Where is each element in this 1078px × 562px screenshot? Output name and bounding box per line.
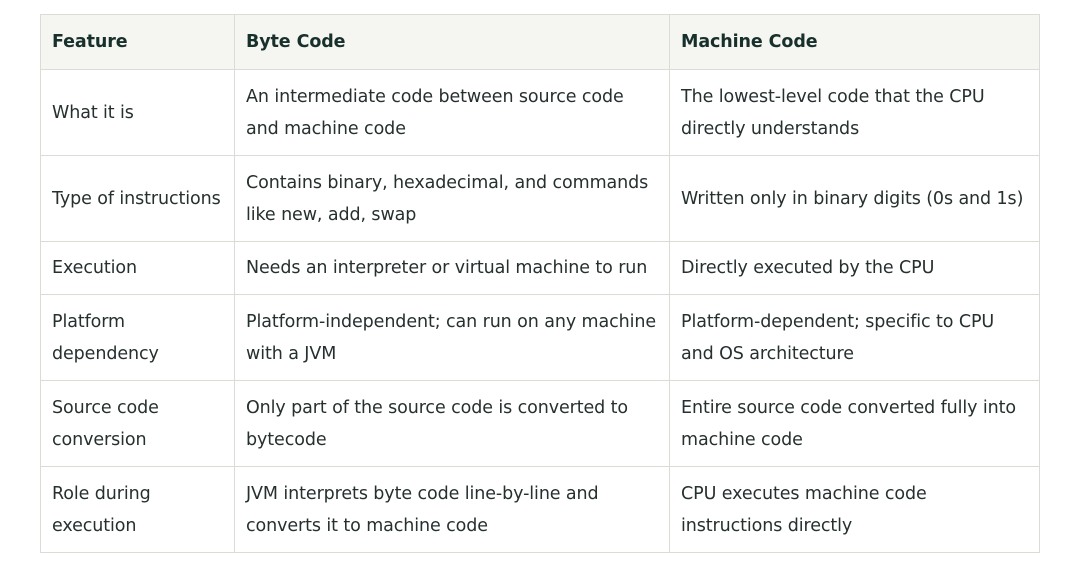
table-row: Platform dependency Platform-independent… bbox=[40, 294, 1040, 381]
table-row: Source code conversion Only part of the … bbox=[40, 380, 1040, 467]
feature-cell: What it is bbox=[40, 69, 235, 156]
table-body: What it is An intermediate code between … bbox=[40, 69, 1040, 553]
table-row: Execution Needs an interpreter or virtua… bbox=[40, 241, 1040, 295]
machine-code-cell: Written only in binary digits (0s and 1s… bbox=[669, 155, 1040, 242]
byte-code-cell: Needs an interpreter or virtual machine … bbox=[234, 241, 670, 295]
table-row: Type of instructions Contains binary, he… bbox=[40, 155, 1040, 242]
byte-code-cell: Contains binary, hexadecimal, and comman… bbox=[234, 155, 670, 242]
feature-cell: Type of instructions bbox=[40, 155, 235, 242]
byte-code-cell: Platform-independent; can run on any mac… bbox=[234, 294, 670, 381]
byte-code-cell: JVM interprets byte code line-by-line an… bbox=[234, 466, 670, 553]
feature-cell: Source code conversion bbox=[40, 380, 235, 467]
comparison-table: Feature Byte Code Machine Code What it i… bbox=[40, 14, 1040, 553]
table-row: What it is An intermediate code between … bbox=[40, 69, 1040, 156]
byte-code-cell: An intermediate code between source code… bbox=[234, 69, 670, 156]
machine-code-cell: The lowest-level code that the CPU direc… bbox=[669, 69, 1040, 156]
table-header: Feature Byte Code Machine Code bbox=[40, 14, 1040, 70]
comparison-table-container: Feature Byte Code Machine Code What it i… bbox=[40, 14, 1040, 553]
feature-cell: Platform dependency bbox=[40, 294, 235, 381]
table-row: Role during execution JVM interprets byt… bbox=[40, 466, 1040, 553]
machine-code-cell: Directly executed by the CPU bbox=[669, 241, 1040, 295]
header-byte-code: Byte Code bbox=[234, 14, 670, 70]
machine-code-cell: Platform-dependent; specific to CPU and … bbox=[669, 294, 1040, 381]
header-row: Feature Byte Code Machine Code bbox=[40, 14, 1040, 70]
machine-code-cell: CPU executes machine code instructions d… bbox=[669, 466, 1040, 553]
feature-cell: Role during execution bbox=[40, 466, 235, 553]
header-machine-code: Machine Code bbox=[669, 14, 1040, 70]
header-feature: Feature bbox=[40, 14, 235, 70]
machine-code-cell: Entire source code converted fully into … bbox=[669, 380, 1040, 467]
byte-code-cell: Only part of the source code is converte… bbox=[234, 380, 670, 467]
feature-cell: Execution bbox=[40, 241, 235, 295]
